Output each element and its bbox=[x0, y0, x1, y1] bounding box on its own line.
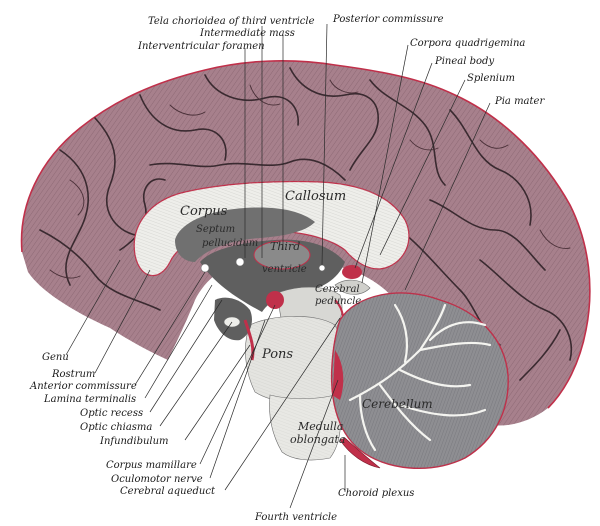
label-anterior-commissure: Anterior commissure bbox=[29, 381, 137, 392]
inline-labels: Corpus Callosum Septum pellucidum Third … bbox=[180, 189, 433, 446]
label-intermediate-mass: Intermediate mass bbox=[199, 28, 295, 39]
corpus-mamillare bbox=[266, 291, 284, 309]
inline-label-cerebellum: Cerebellum bbox=[362, 397, 433, 411]
label-corpus-mamillare: Corpus mamillare bbox=[106, 460, 197, 471]
label-splenium: Splenium bbox=[467, 73, 515, 84]
label-infundibulum: Infundibulum bbox=[99, 436, 169, 447]
pineal-body bbox=[342, 265, 362, 279]
choroid-plexus bbox=[339, 437, 381, 469]
corpora-quadrigemina bbox=[334, 279, 371, 295]
label-posterior-commissure: Posterior commissure bbox=[332, 14, 444, 25]
inline-label-ventricle: ventricle bbox=[262, 264, 307, 275]
label-optic-recess: Optic recess bbox=[80, 408, 143, 419]
inline-label-septum: Septum bbox=[196, 224, 235, 235]
cerebellum bbox=[330, 292, 509, 469]
arbor-vitae bbox=[348, 303, 492, 452]
inline-label-cerebral: Cerebral bbox=[315, 284, 360, 295]
label-genu: Genu bbox=[42, 352, 69, 363]
inline-label-pellucidum: pellucidum bbox=[202, 238, 258, 249]
pia-mater-outline bbox=[20, 60, 591, 409]
hypothalamic-region bbox=[214, 291, 284, 361]
intermediate-mass bbox=[253, 240, 311, 270]
inline-label-corpus: Corpus bbox=[180, 204, 228, 219]
inline-label-oblongata: oblongata bbox=[290, 433, 345, 446]
label-tela-chorioidea: Tela chorioidea of third ventricle bbox=[148, 16, 315, 27]
label-lamina-terminalis: Lamina terminalis bbox=[43, 394, 136, 405]
midbrain-tectum bbox=[200, 257, 371, 295]
inline-label-third: Third bbox=[270, 240, 300, 253]
posterior-commissure bbox=[318, 264, 326, 272]
gyri-sulci bbox=[39, 67, 572, 381]
inline-label-peduncle: peduncle bbox=[315, 296, 361, 307]
label-pia-mater: Pia mater bbox=[494, 96, 545, 107]
label-fourth-ventricle: Fourth ventricle bbox=[254, 512, 337, 523]
third-ventricle bbox=[200, 239, 345, 312]
inline-label-pons: Pons bbox=[261, 347, 293, 362]
anatomy-labels: Tela chorioidea of third ventricle Inter… bbox=[29, 14, 545, 523]
label-corpora-quadrigemina: Corpora quadrigemina bbox=[410, 38, 525, 49]
brainstem bbox=[245, 286, 345, 461]
label-interventricular-foramen: Interventricular foramen bbox=[137, 41, 265, 52]
label-pineal-body: Pineal body bbox=[434, 56, 494, 67]
label-rostrum: Rostrum bbox=[51, 369, 95, 380]
interventricular-foramen bbox=[235, 257, 245, 267]
infundibulum bbox=[243, 319, 255, 361]
anterior-commissure bbox=[200, 263, 210, 273]
label-optic-chiasma: Optic chiasma bbox=[80, 422, 152, 433]
leader-lines bbox=[65, 23, 491, 509]
label-choroid-plexus: Choroid plexus bbox=[338, 488, 414, 499]
inline-label-callosum: Callosum bbox=[285, 189, 346, 204]
label-cerebral-aqueduct: Cerebral aqueduct bbox=[120, 486, 216, 497]
label-oculomotor-nerve: Oculomotor nerve bbox=[111, 474, 203, 485]
